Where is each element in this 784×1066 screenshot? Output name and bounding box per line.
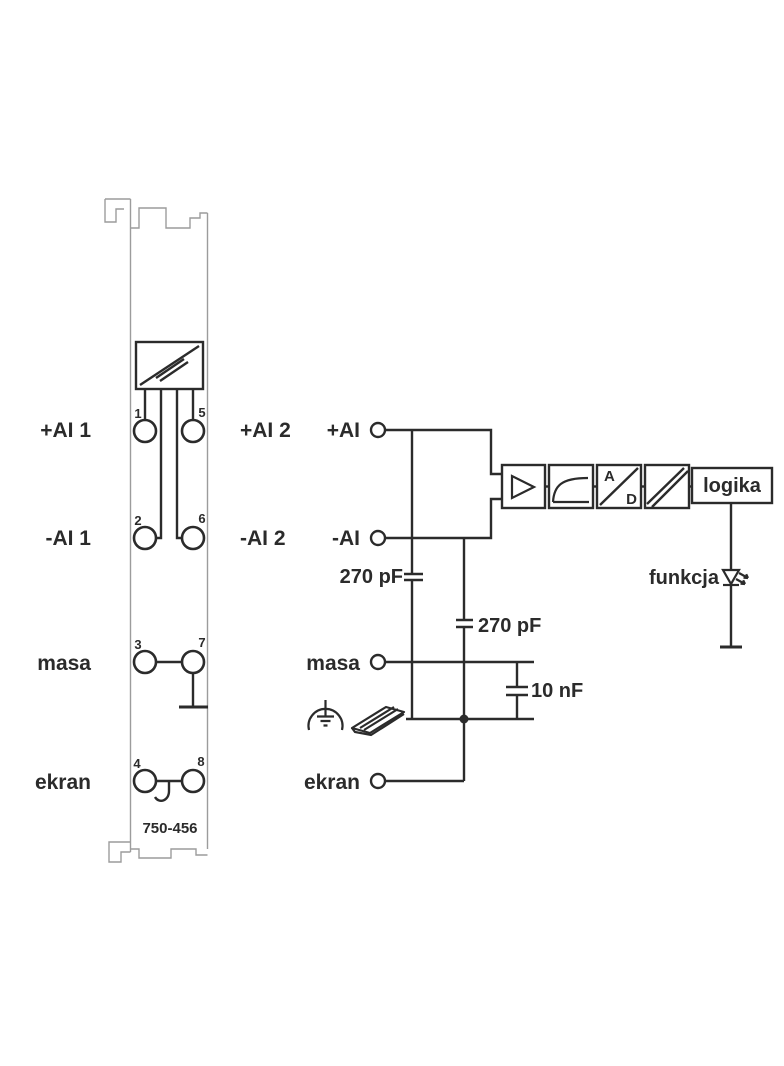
terminal-number-7: 7 bbox=[198, 635, 205, 650]
adc-letter-d: D bbox=[626, 491, 637, 508]
led-label: funkcja bbox=[649, 567, 720, 589]
terminal-number-8: 8 bbox=[197, 754, 204, 769]
logic-label: logika bbox=[703, 475, 762, 497]
pin-ekran bbox=[369, 772, 387, 790]
capacitor2-label: 270 pF bbox=[478, 615, 541, 637]
module-model-number: 750-456 bbox=[142, 820, 197, 837]
converter-symbol bbox=[134, 340, 205, 391]
schematic-label-plus-ai: +AI bbox=[327, 419, 360, 442]
din-rail-icon bbox=[350, 705, 406, 737]
wire-ekran bbox=[385, 719, 466, 783]
adc-letter-a: A bbox=[604, 468, 615, 485]
module-terminal-labels-left: +AI 1 -AI 1 masa ekran bbox=[35, 419, 91, 794]
terminal-number-4: 4 bbox=[133, 756, 141, 771]
led-icon bbox=[721, 568, 749, 587]
function-led-branch: funkcja bbox=[649, 503, 749, 649]
terminal-number-5: 5 bbox=[198, 405, 205, 420]
capacitor1-icon bbox=[404, 572, 423, 582]
pin-minus-ai bbox=[369, 529, 387, 547]
shield-hook-symbol bbox=[153, 781, 171, 802]
label-plus-ai2: +AI 2 bbox=[240, 419, 291, 442]
pin-plus-ai bbox=[369, 421, 387, 439]
terminal-4-contact bbox=[132, 768, 158, 794]
label-minus-ai1: -AI 1 bbox=[45, 527, 91, 550]
terminal-5-contact bbox=[180, 418, 206, 444]
functional-earth-icon bbox=[307, 700, 344, 731]
module-terminal-labels-right: +AI 2 -AI 2 bbox=[240, 419, 291, 550]
converter-diagonal bbox=[139, 344, 200, 387]
terminal-number-2: 2 bbox=[134, 513, 141, 528]
amplifier-triangle-icon bbox=[510, 474, 537, 500]
capacitor2-icon bbox=[456, 618, 473, 629]
wire-plus-ai bbox=[385, 428, 502, 476]
wire-minus-ai bbox=[385, 497, 502, 540]
module-housing-outline-bottom bbox=[108, 841, 208, 863]
schematic-label-minus-ai: -AI bbox=[332, 527, 360, 550]
filter-curve-icon bbox=[551, 476, 589, 504]
label-minus-ai2: -AI 2 bbox=[240, 527, 286, 550]
label-ekran: ekran bbox=[35, 771, 91, 794]
circuit-schematic: +AI -AI masa ekran 270 pF 270 pF 10 nF bbox=[304, 419, 774, 794]
schematic-label-ekran: ekran bbox=[304, 771, 360, 794]
label-masa: masa bbox=[37, 652, 91, 675]
amplifier-box bbox=[500, 463, 547, 510]
terminal-3-contact bbox=[132, 649, 158, 675]
terminal-1-contact bbox=[132, 418, 158, 444]
module-housing-outline-top bbox=[104, 198, 209, 852]
terminal-number-6: 6 bbox=[198, 511, 205, 526]
capacitor3-label: 10 nF bbox=[531, 680, 583, 702]
pin-masa bbox=[369, 653, 387, 671]
junction-dot bbox=[459, 714, 469, 724]
terminal-number-3: 3 bbox=[134, 637, 141, 652]
signal-chain: A D logika bbox=[500, 463, 774, 510]
adc-diagonal bbox=[599, 467, 639, 506]
isolation-diagonals bbox=[646, 467, 689, 508]
isolation-box bbox=[643, 463, 691, 510]
terminal-number-1: 1 bbox=[134, 406, 141, 421]
converter-double-stroke bbox=[155, 358, 189, 382]
terminal-6-contact bbox=[180, 525, 206, 551]
capacitor1-label: 270 pF bbox=[340, 566, 403, 588]
module-internal-wires bbox=[143, 389, 195, 783]
label-plus-ai1: +AI 1 bbox=[40, 419, 91, 442]
module-front-view: 1 5 2 6 3 7 4 8 750-456 bbox=[104, 198, 209, 863]
capacitor3-icon bbox=[506, 685, 528, 697]
schematic-label-masa: masa bbox=[306, 652, 360, 675]
terminal-7-contact bbox=[180, 649, 206, 675]
terminal-8-contact bbox=[180, 768, 206, 794]
terminal-2-contact bbox=[132, 525, 158, 551]
